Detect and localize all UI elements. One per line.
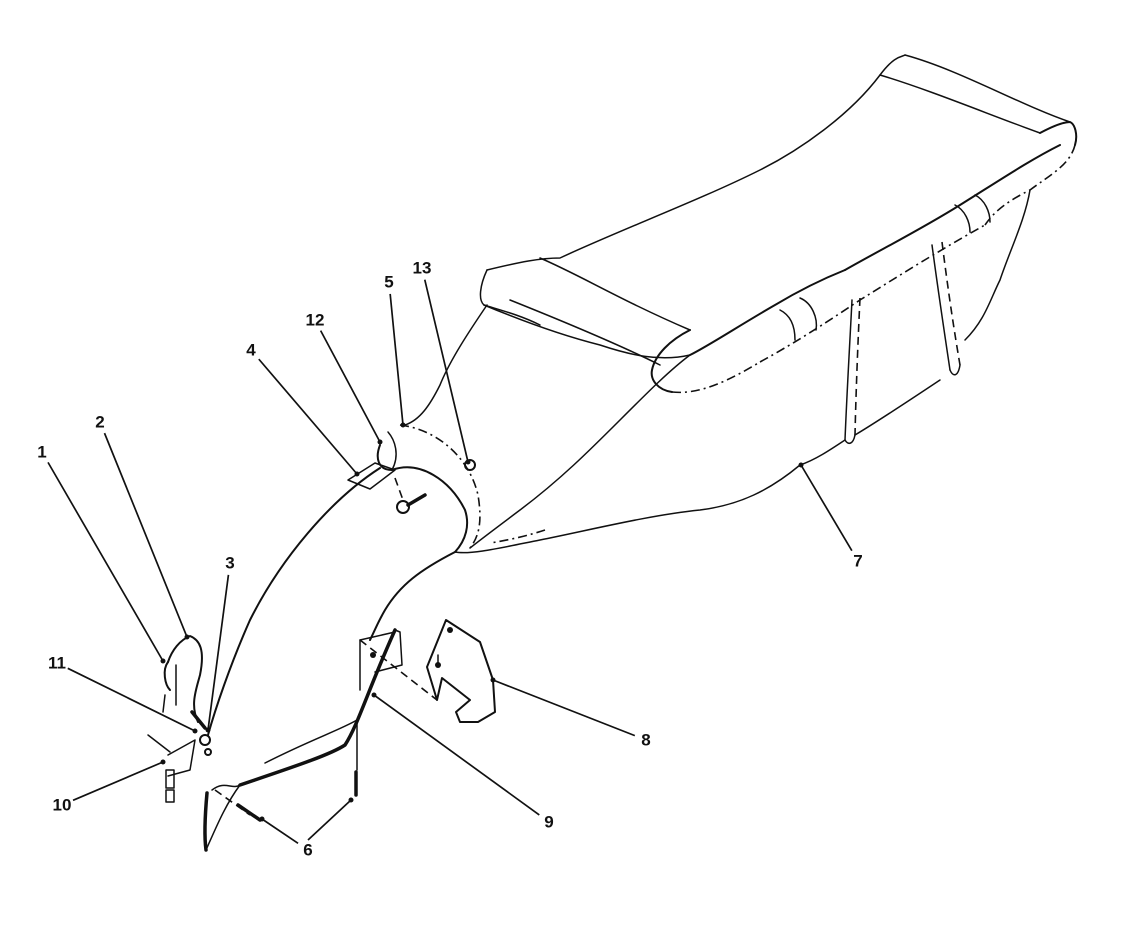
6-second-leader bbox=[307, 799, 352, 841]
leader-line-2 bbox=[103, 432, 188, 638]
leader-line-6 bbox=[261, 818, 299, 844]
leader-line-7 bbox=[800, 464, 853, 552]
leader-line-9 bbox=[373, 694, 540, 816]
leader-dot-13 bbox=[465, 459, 471, 465]
leader-dot-9 bbox=[371, 692, 377, 698]
leader-line-10 bbox=[72, 761, 164, 802]
callout-label-6: 6 bbox=[303, 840, 313, 860]
grass-bag bbox=[404, 54, 1078, 554]
deflector-plate-8 bbox=[426, 619, 496, 723]
callout-label-5: 5 bbox=[384, 272, 394, 292]
callout-label-10: 10 bbox=[52, 795, 72, 815]
fasteners-6 bbox=[214, 719, 358, 822]
leader-dot-3 bbox=[205, 727, 211, 733]
leader-dot-6 bbox=[259, 816, 265, 822]
leader-dot-7 bbox=[798, 462, 804, 468]
leader-dot-12 bbox=[377, 439, 383, 445]
leader-dot-4 bbox=[354, 471, 360, 477]
6-second-leader-dot bbox=[348, 797, 354, 803]
leader-line-11 bbox=[67, 667, 196, 732]
leader-dot-5 bbox=[400, 422, 406, 428]
callout-leaders bbox=[47, 279, 853, 844]
leader-line-4 bbox=[258, 358, 358, 475]
leader-dot-11 bbox=[192, 728, 198, 734]
callout-label-7: 7 bbox=[853, 551, 863, 571]
leader-dot-10 bbox=[160, 759, 166, 765]
leader-line-13 bbox=[423, 279, 469, 463]
callout-label-12: 12 bbox=[305, 310, 325, 330]
callout-label-13: 13 bbox=[412, 258, 432, 278]
callout-label-8: 8 bbox=[641, 730, 651, 750]
leader-line-3 bbox=[207, 574, 230, 731]
callout-label-2: 2 bbox=[95, 412, 105, 432]
callout-label-3: 3 bbox=[225, 553, 235, 573]
leader-line-5 bbox=[389, 293, 404, 426]
leader-line-12 bbox=[319, 330, 381, 443]
callout-label-9: 9 bbox=[544, 812, 554, 832]
callout-label-1: 1 bbox=[37, 442, 47, 462]
callout-label-11: 11 bbox=[48, 653, 66, 673]
leader-line-8 bbox=[492, 679, 636, 737]
callout-label-4: 4 bbox=[246, 340, 256, 360]
leader-line-1 bbox=[47, 461, 164, 662]
leader-dot-8 bbox=[490, 677, 496, 683]
leader-dot-1 bbox=[160, 658, 166, 664]
fasteners-13 bbox=[394, 459, 476, 514]
leader-dot-2 bbox=[184, 634, 190, 640]
discharge-chute bbox=[203, 424, 481, 852]
latch-assembly bbox=[147, 635, 212, 803]
mounting-bracket-9 bbox=[359, 631, 438, 701]
